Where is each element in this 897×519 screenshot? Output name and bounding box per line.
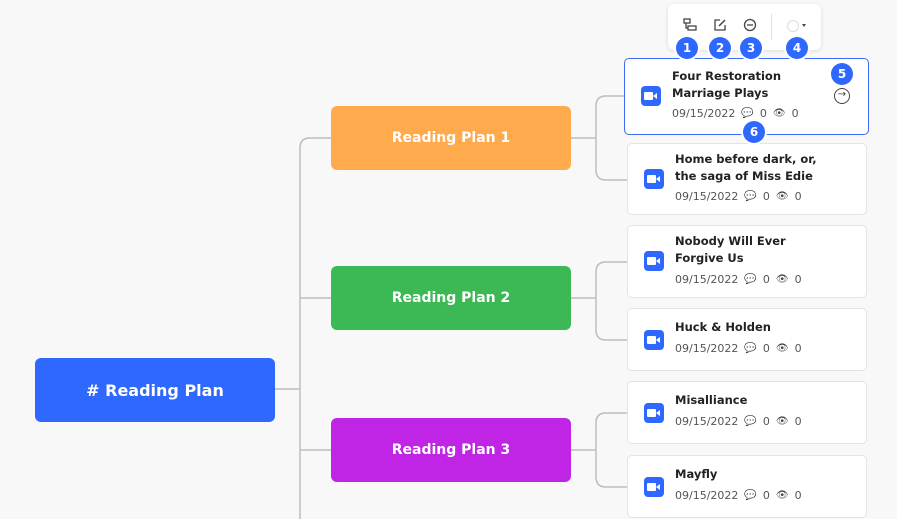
card-date: 09/15/2022 xyxy=(672,107,736,120)
plan-node-label: Reading Plan 2 xyxy=(391,290,511,306)
plan-node-label: Reading Plan 3 xyxy=(391,442,511,458)
card-meta: 09/15/2022 💬 0 👁 0 xyxy=(675,415,802,428)
callout-badge-2: 2 xyxy=(709,37,731,59)
card-date: 09/15/2022 xyxy=(675,273,739,286)
eye-icon: 👁 xyxy=(775,416,789,427)
comment-icon: 💬 xyxy=(741,108,754,119)
video-icon xyxy=(641,86,661,106)
eye-icon: 👁 xyxy=(775,191,789,202)
comment-icon: 💬 xyxy=(744,191,757,202)
plan-node-2[interactable]: Reading Plan 2 xyxy=(331,266,571,330)
plan-node-label: Reading Plan 1 xyxy=(391,130,511,146)
callout-badge-1: 1 xyxy=(676,37,698,59)
eye-icon: 👁 xyxy=(775,343,789,354)
comment-icon: 💬 xyxy=(744,416,757,427)
card-home-before-dark[interactable]: Home before dark, or, the saga of Miss E… xyxy=(627,143,867,215)
plan-node-3[interactable]: Reading Plan 3 xyxy=(331,418,571,482)
video-icon xyxy=(644,403,664,423)
card-date: 09/15/2022 xyxy=(675,489,739,502)
card-comments: 0 xyxy=(762,190,770,203)
eye-icon: 👁 xyxy=(772,108,786,119)
card-views: 0 xyxy=(794,273,802,286)
card-meta: 09/15/2022 💬 0 👁 0 xyxy=(672,107,799,120)
card-views: 0 xyxy=(791,107,799,120)
edit-icon[interactable] xyxy=(711,18,729,36)
card-comments: 0 xyxy=(759,107,767,120)
root-node[interactable]: # Reading Plan xyxy=(35,358,275,422)
card-meta: 09/15/2022 💬 0 👁 0 xyxy=(675,273,802,286)
card-misalliance[interactable]: Misalliance 09/15/2022 💬 0 👁 0 xyxy=(627,381,867,444)
eye-icon: 👁 xyxy=(775,490,789,501)
card-title: Misalliance xyxy=(675,393,748,407)
card-views: 0 xyxy=(794,342,802,355)
card-comments: 0 xyxy=(762,415,770,428)
card-mayfly[interactable]: Mayfly 09/15/2022 💬 0 👁 0 xyxy=(627,455,867,518)
comment-icon: 💬 xyxy=(744,490,757,501)
collapse-icon[interactable] xyxy=(741,18,759,36)
card-title: Nobody Will Ever Forgive Us xyxy=(675,234,786,265)
add-subnode-icon[interactable] xyxy=(681,18,699,36)
video-icon xyxy=(644,330,664,350)
eye-icon: 👁 xyxy=(775,274,789,285)
card-title: Huck & Holden xyxy=(675,320,771,334)
card-views: 0 xyxy=(794,489,802,502)
enter-icon[interactable]: → xyxy=(834,88,850,104)
video-icon xyxy=(644,477,664,497)
card-date: 09/15/2022 xyxy=(675,190,739,203)
callout-badge-4: 4 xyxy=(786,37,808,59)
card-meta: 09/15/2022 💬 0 👁 0 xyxy=(675,342,802,355)
card-title: Four Restoration Marriage Plays xyxy=(672,69,782,100)
card-comments: 0 xyxy=(762,273,770,286)
card-comments: 0 xyxy=(762,489,770,502)
card-date: 09/15/2022 xyxy=(675,415,739,428)
comment-icon: 💬 xyxy=(744,274,757,285)
card-views: 0 xyxy=(794,415,802,428)
card-huck-and-holden[interactable]: Huck & Holden 09/15/2022 💬 0 👁 0 xyxy=(627,308,867,371)
plan-node-1[interactable]: Reading Plan 1 xyxy=(331,106,571,170)
color-picker-dropdown[interactable] xyxy=(785,18,811,36)
video-icon xyxy=(644,169,664,189)
card-date: 09/15/2022 xyxy=(675,342,739,355)
callout-badge-3: 3 xyxy=(740,37,762,59)
card-meta: 09/15/2022 💬 0 👁 0 xyxy=(675,190,802,203)
comment-icon: 💬 xyxy=(744,343,757,354)
callout-badge-6: 6 xyxy=(743,121,765,143)
callout-badge-5: 5 xyxy=(831,63,853,85)
card-views: 0 xyxy=(794,190,802,203)
video-icon xyxy=(644,251,664,271)
card-nobody-will-ever-forgive-us[interactable]: Nobody Will Ever Forgive Us 09/15/2022 💬… xyxy=(627,225,867,298)
card-comments: 0 xyxy=(762,342,770,355)
card-meta: 09/15/2022 💬 0 👁 0 xyxy=(675,489,802,502)
card-title: Home before dark, or, the saga of Miss E… xyxy=(675,152,817,183)
card-title: Mayfly xyxy=(675,467,718,481)
toolbar-divider xyxy=(771,14,772,40)
root-node-label: # Reading Plan xyxy=(86,380,224,400)
